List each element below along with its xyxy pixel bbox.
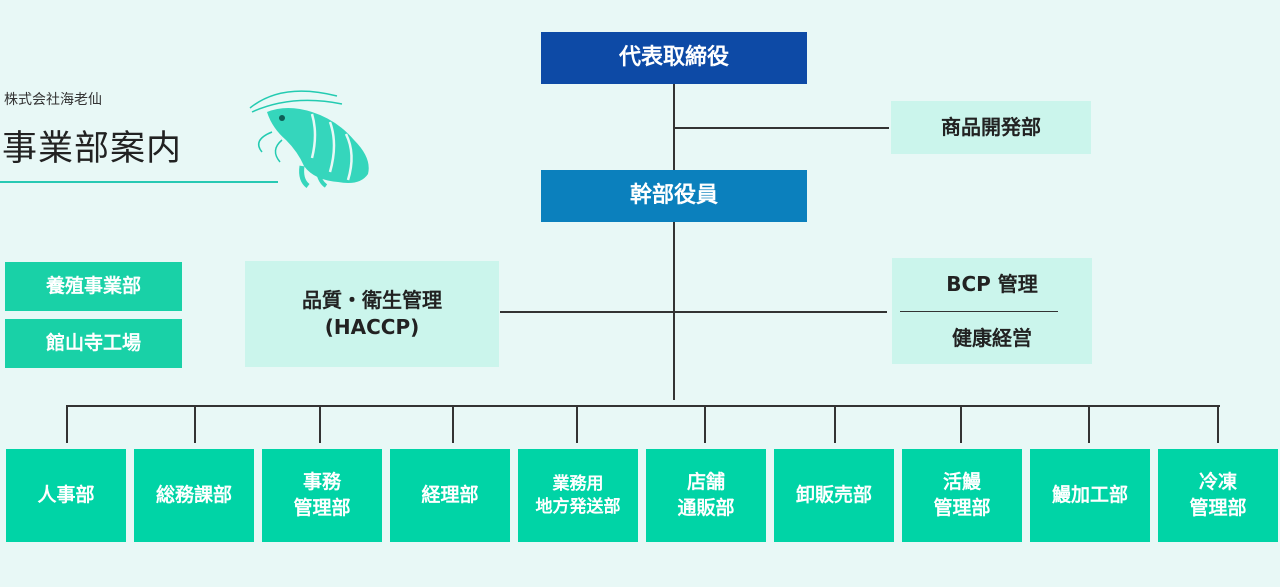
dept-label-line1: 業務用 (552, 473, 604, 494)
factory-label: 館山寺工場 (45, 331, 141, 354)
dept-label-line2: 管理部 (293, 496, 351, 519)
dept-box-7: 卸販売部 (774, 449, 894, 542)
bcp-divider (900, 311, 1058, 312)
dept-label-line2: 管理部 (1189, 496, 1247, 519)
health-cell: 健康経営 (892, 312, 1092, 364)
dept-box-9: 鰻加工部 (1030, 449, 1150, 542)
dept-box-5: 業務用 地方発送部 (518, 449, 638, 542)
quality-box: 品質・衛生管理 (HACCP) (245, 261, 499, 367)
bcp-label: BCP 管理 (946, 272, 1038, 296)
dept-box-1: 人事部 (6, 449, 126, 542)
product-dev-box: 商品開発部 (891, 101, 1091, 154)
drop-2 (194, 405, 196, 443)
product-dev-label: 商品開発部 (941, 115, 1041, 139)
drop-3 (319, 405, 321, 443)
dept-box-2: 総務課部 (134, 449, 254, 542)
drop-4 (452, 405, 454, 443)
drop-5 (576, 405, 578, 443)
dept-label: 卸販売部 (795, 483, 872, 506)
dept-label-line2: 地方発送部 (535, 496, 621, 517)
dept-box-6: 店舗 通販部 (646, 449, 766, 542)
dept-box-10: 冷凍 管理部 (1158, 449, 1278, 542)
title-underline (0, 181, 278, 183)
connector-product-dev (673, 127, 889, 129)
quality-label: 品質・衛生管理 (302, 288, 442, 312)
bcp-cell: BCP 管理 (892, 258, 1092, 311)
aquaculture-label: 養殖事業部 (45, 274, 141, 297)
executives-box: 幹部役員 (541, 170, 807, 222)
dept-label-line1: 冷凍 (1198, 470, 1237, 493)
company-name: 株式会社海老仙 (4, 92, 102, 108)
drop-6 (704, 405, 706, 443)
dept-box-3: 事務 管理部 (262, 449, 382, 542)
connector-quality-bcp (500, 311, 887, 313)
bcp-health-box: BCP 管理 健康経営 (892, 258, 1092, 364)
dept-label: 総務課部 (155, 483, 232, 506)
drop-8 (960, 405, 962, 443)
aquaculture-box: 養殖事業部 (5, 262, 182, 311)
dept-label-line2: 通販部 (677, 496, 735, 519)
ceo-box: 代表取締役 (541, 32, 807, 84)
drop-9 (1088, 405, 1090, 443)
dept-label: 人事部 (37, 483, 95, 506)
ceo-label: 代表取締役 (618, 45, 729, 71)
drop-10 (1217, 405, 1219, 443)
dept-label-line1: 店舗 (686, 470, 725, 493)
health-label: 健康経営 (952, 325, 1032, 350)
page-title: 事業部案内 (2, 129, 183, 169)
executives-label: 幹部役員 (629, 183, 718, 209)
factory-box: 館山寺工場 (5, 319, 182, 368)
dept-label-line1: 事務 (302, 470, 341, 493)
haccp-label: (HACCP) (324, 315, 420, 339)
dept-label: 経理部 (421, 483, 479, 506)
dept-box-8: 活鰻 管理部 (902, 449, 1022, 542)
dept-label-line2: 管理部 (933, 496, 991, 519)
dept-label: 鰻加工部 (1051, 483, 1128, 506)
department-bus (66, 405, 1220, 407)
dept-box-4: 経理部 (390, 449, 510, 542)
dept-label-line1: 活鰻 (942, 470, 981, 493)
shrimp-icon (249, 90, 369, 188)
drop-1 (66, 405, 68, 443)
drop-7 (834, 405, 836, 443)
